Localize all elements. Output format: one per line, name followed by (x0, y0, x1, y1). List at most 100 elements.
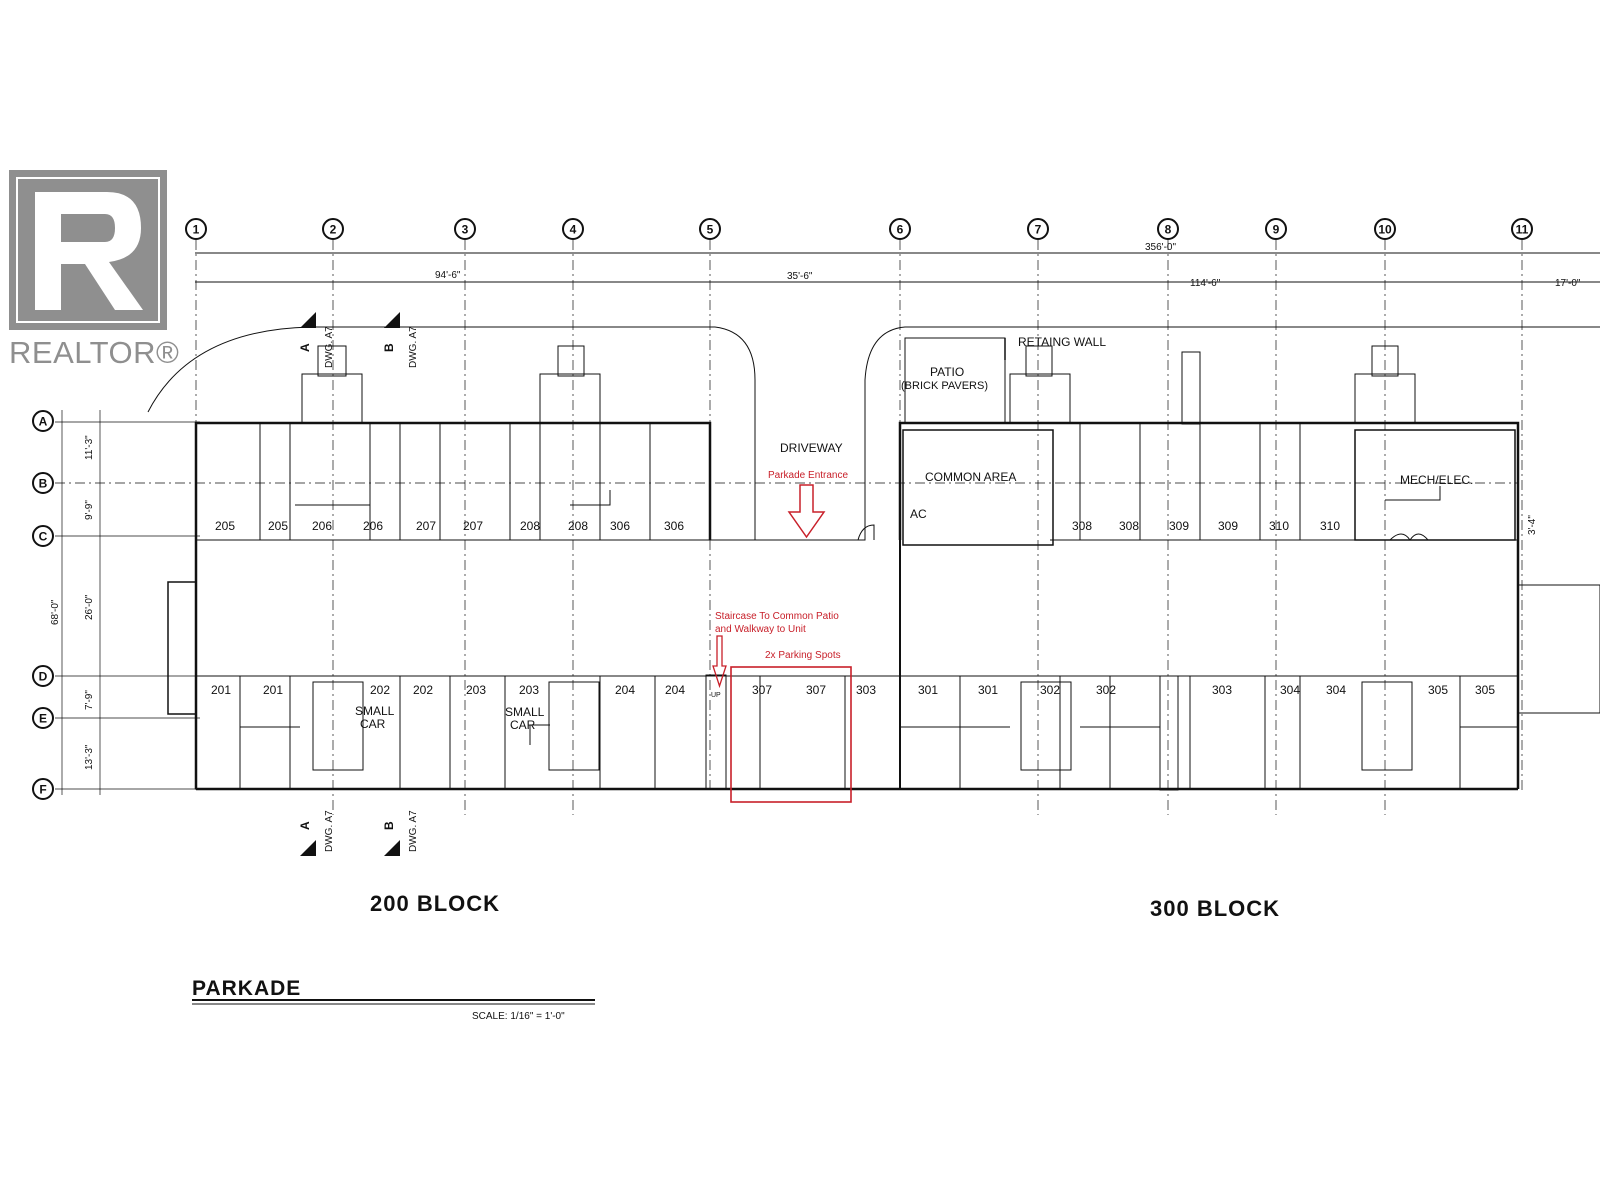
stall-bottom-305: 305 (1475, 683, 1495, 697)
stall-top-309: 309 (1218, 519, 1238, 533)
driveway-label: DRIVEWAY (780, 441, 843, 455)
svg-text:7: 7 (1035, 223, 1042, 237)
plan-title: PARKADE (192, 977, 301, 1000)
stall-bottom-304: 304 (1280, 683, 1300, 697)
grid-column-7: 7 (1027, 218, 1049, 240)
stall-bottom-303: 303 (1212, 683, 1232, 697)
section-b-top: B (382, 343, 396, 352)
svg-text:E: E (39, 712, 47, 726)
stall-top-309: 309 (1169, 519, 1189, 533)
stall-bottom-202: 202 (370, 683, 390, 697)
grid-row-C: C (32, 525, 54, 547)
dim-bay-3: 114'-6" (1190, 278, 1221, 289)
dim-row-1: 11'-3" (84, 435, 95, 460)
realtor-logo: REALTOR® (9, 170, 179, 375)
svg-text:2: 2 (330, 223, 337, 237)
svg-text:4: 4 (570, 223, 577, 237)
ac-label: AC (910, 507, 927, 521)
realtor-logo-text: REALTOR® (9, 335, 180, 370)
stall-bottom-203: 203 (466, 683, 486, 697)
grid-row-E: E (32, 707, 54, 729)
svg-text:3: 3 (462, 223, 469, 237)
stall-top-308: 308 (1119, 519, 1139, 533)
stall-bottom-301: 301 (978, 683, 998, 697)
svg-text:F: F (39, 783, 46, 797)
small-car-label-1: SMALL (355, 704, 395, 718)
grid-column-9: 9 (1265, 218, 1287, 240)
svg-text:B: B (39, 477, 48, 491)
car-label-2: CAR (510, 718, 536, 732)
stall-bottom-302: 302 (1040, 683, 1060, 697)
dim-side: 3'-4" (1527, 515, 1538, 535)
grid-row-F: F (32, 778, 54, 800)
stall-top-306: 306 (610, 519, 630, 533)
realtor-logo-mark (9, 170, 167, 330)
stall-top-310: 310 (1269, 519, 1289, 533)
grid-column-2: 2 (322, 218, 344, 240)
section-b-bottom-dwg: DWG. A7 (408, 810, 419, 852)
small-car-label-2: SMALL (505, 705, 545, 719)
section-a-bottom: A (298, 821, 312, 830)
svg-text:A: A (39, 415, 48, 429)
grid-column-11: 11 (1511, 218, 1533, 240)
stall-bottom-305: 305 (1428, 683, 1448, 697)
dim-row-4: 7'-9" (84, 690, 95, 710)
dim-total-depth: 68'-0" (50, 599, 61, 625)
svg-text:10: 10 (1378, 223, 1392, 237)
stall-top-206: 206 (363, 519, 383, 533)
stall-top-208: 208 (520, 519, 540, 533)
dim-row-2: 9'-9" (84, 500, 95, 520)
grid-column-4: 4 (562, 218, 584, 240)
stall-bottom-307: 307 (752, 683, 772, 697)
section-a-top-dwg: DWG. A7 (324, 326, 335, 368)
stall-top-306: 306 (664, 519, 684, 533)
stall-top-208: 208 (568, 519, 588, 533)
staircase-arrow-icon (712, 635, 727, 689)
svg-text:5: 5 (707, 223, 714, 237)
common-area-label: COMMON AREA (925, 470, 1016, 484)
svg-text:8: 8 (1165, 223, 1172, 237)
stall-bottom-203: 203 (519, 683, 539, 697)
stall-bottom-304: 304 (1326, 683, 1346, 697)
block-300-label: 300 BLOCK (1150, 896, 1280, 921)
svg-text:6: 6 (897, 223, 904, 237)
dim-bay-1: 94'-6" (435, 270, 461, 281)
retaining-wall-label: RETAING WALL (1018, 335, 1106, 349)
grid-column-8: 8 (1157, 218, 1179, 240)
grid-column-6: 6 (889, 218, 911, 240)
staircase-label-line1: Staircase To Common Patio (715, 611, 839, 622)
dim-row-3: 26'-0" (84, 594, 95, 620)
stall-bottom-307: 307 (806, 683, 826, 697)
block-200-label: 200 BLOCK (370, 891, 500, 916)
scale-label: SCALE: 1/16" = 1'-0" (472, 1011, 565, 1022)
stall-bottom-201: 201 (263, 683, 283, 697)
svg-text:D: D (39, 670, 48, 684)
section-b-top-dwg: DWG. A7 (408, 326, 419, 368)
dim-overall: 356'-0" (1145, 242, 1176, 253)
svg-text:C: C (39, 530, 48, 544)
grid-column-1: 1 (185, 218, 207, 240)
mech-elec-label: MECH/ELEC. (1400, 473, 1473, 487)
patio-label: PATIO (930, 365, 964, 379)
stall-bottom-204: 204 (615, 683, 635, 697)
stall-top-207: 207 (416, 519, 436, 533)
parkade-entrance-label: Parkade Entrance (768, 470, 848, 481)
stall-bottom-302: 302 (1096, 683, 1116, 697)
dim-bay-4: 17'-0" (1555, 278, 1581, 289)
grid-column-10: 10 (1374, 218, 1396, 240)
parking-spots-label: 2x Parking Spots (765, 650, 841, 661)
grid-column-5: 5 (699, 218, 721, 240)
dim-bay-2: 35'-6" (787, 271, 813, 282)
section-a-top: A (298, 343, 312, 352)
stall-bottom-303: 303 (856, 683, 876, 697)
section-a-bottom-dwg: DWG. A7 (324, 810, 335, 852)
stall-top-205: 205 (215, 519, 235, 533)
staircase-label-line2: and Walkway to Unit (715, 624, 806, 635)
parking-spots-highlight (730, 666, 852, 803)
grid-row-A: A (32, 410, 54, 432)
svg-text:1: 1 (193, 223, 200, 237)
entrance-arrow-icon (787, 484, 826, 539)
realtor-r-icon (16, 177, 160, 323)
stall-bottom-301: 301 (918, 683, 938, 697)
